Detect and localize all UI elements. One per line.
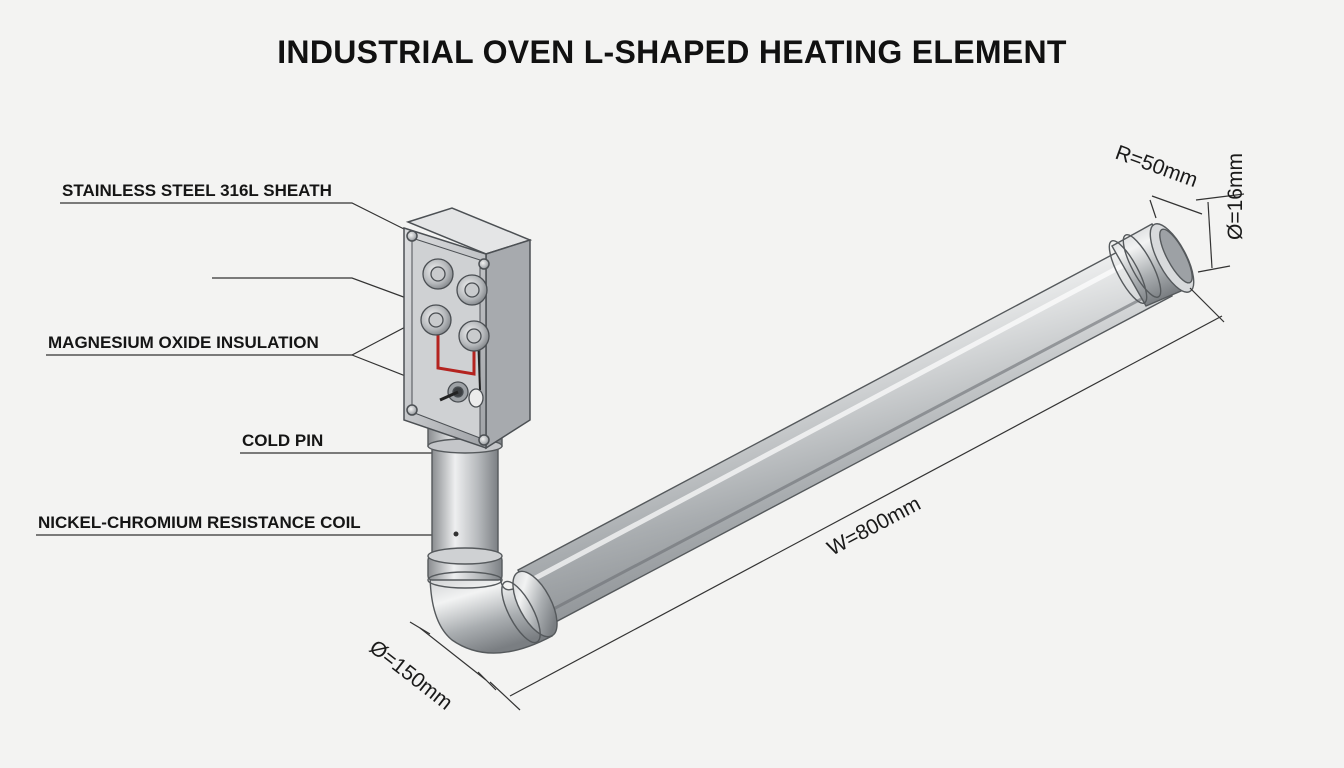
horizontal-tube: [517, 239, 1173, 627]
leader-insulation-a: [46, 312, 433, 356]
dim-tube-diameter-line: [1207, 201, 1213, 269]
terminal-studs: [420, 258, 490, 408]
dim-length-line: [509, 315, 1223, 697]
elbow-bend: [429, 570, 558, 654]
dim-tube-diameter-label: Ø=16mm: [1224, 153, 1247, 240]
callout-coil-label: NICKEL-CHROMIUM RESISTANCE COIL: [38, 513, 361, 532]
end-coupling: [1108, 223, 1195, 307]
vertical-tube: [427, 427, 503, 589]
dim-radius-line: [1151, 195, 1203, 215]
callout-insulation-label: MAGNESIUM OXIDE INSULATION: [48, 333, 319, 352]
dim-base-line: [419, 627, 487, 681]
dim-base-diameter-label: Ø=150mm: [365, 636, 457, 715]
dim-radius-label: R=50mm: [1112, 141, 1200, 192]
callout-cold-pin-label: COLD PIN: [242, 431, 324, 450]
dimension-lines: [409, 193, 1245, 711]
leader-lines: [36, 202, 458, 536]
dim-length-label: W=800mm: [824, 492, 925, 560]
callout-sheath-label: STAINLESS STEEL 316L SHEATH: [62, 181, 332, 200]
leader-unlabeled: [212, 277, 429, 307]
leader-sheath: [60, 202, 429, 242]
page-title: INDUSTRIAL OVEN L-SHAPED HEATING ELEMENT: [277, 34, 1067, 70]
ring-terminal: [468, 388, 484, 408]
